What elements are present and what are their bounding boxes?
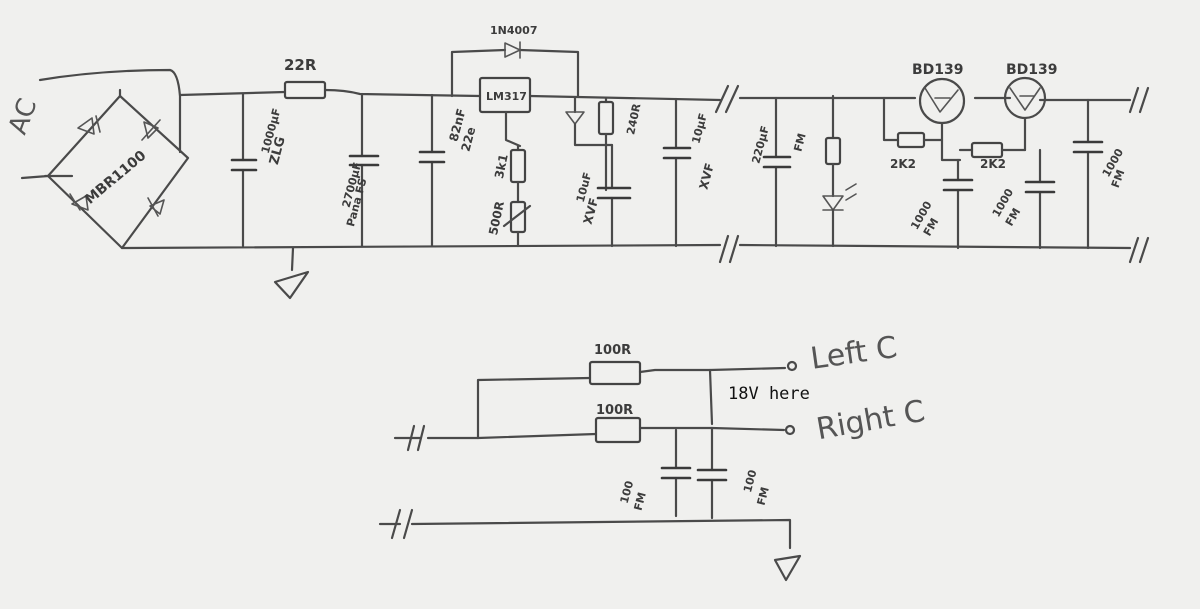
cap-10uf-adj: 10uF XVF	[574, 143, 632, 248]
c-l-value: 100	[618, 479, 637, 505]
led-indicator	[822, 94, 857, 248]
resistor-100r-left: 100R	[588, 343, 642, 386]
lm317-regulator: LM317	[478, 76, 532, 148]
r-set-label: 240R	[624, 102, 643, 136]
resistor-100r-right: 100R	[594, 403, 642, 444]
resistor-2k2-q2: 2K2	[958, 141, 1027, 171]
cap-1000uf-zlg: 1000µF ZLG	[230, 92, 289, 248]
r-q1-label: 2K2	[890, 157, 916, 171]
c1-type: ZLG	[267, 135, 289, 166]
ac-label: AC	[3, 95, 43, 139]
bridge-diode-2	[141, 119, 161, 141]
resistor-500r-trimmer: 500R	[486, 200, 532, 248]
cap-1000-fm-q1: 1000 FM	[908, 158, 974, 250]
output-left: Left C	[786, 330, 899, 377]
cap-10uf-xvf: 10µF XVF	[662, 97, 717, 248]
ground-symbol-bottom	[773, 554, 802, 582]
rails	[120, 84, 1150, 264]
diode-1n4007-bypass: 1N4007	[450, 24, 580, 98]
diode-protect	[565, 96, 614, 147]
cap-1000-fm-out: 1000 FM	[1072, 98, 1128, 250]
bridge-diode-1	[77, 115, 101, 135]
cap-220uf-fm: 220µF FM	[749, 96, 809, 248]
left-out-label: Left C	[808, 330, 899, 377]
c-adj-type: XVF	[581, 196, 601, 225]
r-in-label: 22R	[284, 56, 317, 74]
q1-label: BD139	[912, 62, 964, 78]
cap-100-fm-right: 100 FM	[696, 426, 772, 520]
c4-type: XVF	[696, 162, 716, 191]
resistor-22r: 22R	[283, 56, 327, 100]
r-left-label: 100R	[594, 343, 631, 358]
ac-input: AC	[3, 95, 74, 180]
c3-type: 22e	[458, 125, 478, 153]
resistor-2k2-q1: 2K2	[882, 96, 962, 171]
c-r-type: FM	[755, 486, 772, 507]
resistor-240r: 240R	[597, 96, 644, 192]
c4-value: 10µF	[689, 112, 710, 145]
c5-value: 220µF	[749, 124, 772, 165]
voltage-note: 18V here	[728, 384, 810, 404]
r-q2-label: 2K2	[980, 157, 1006, 171]
c-out-type: FM	[1109, 168, 1128, 190]
resistor-3k1: 3k1	[492, 144, 527, 204]
transistor-bd139-1: BD139	[912, 62, 966, 142]
c5-type: FM	[791, 132, 808, 153]
bridge-rectifier: MBR1100	[38, 68, 190, 250]
r-adj1-label: 3k1	[492, 153, 511, 180]
output-section-wires	[378, 366, 792, 550]
r-right-label: 100R	[596, 403, 633, 418]
cap-100-fm-left: 100 FM	[618, 428, 692, 518]
c-l-type: FM	[632, 491, 649, 512]
ground-symbol-top	[273, 246, 310, 300]
c-r-value: 100	[741, 468, 760, 494]
cap-2700uf-pana-fs: 2700µF Pana FS	[340, 92, 380, 248]
regulator-label: LM317	[486, 90, 527, 103]
q2-label: BD139	[1006, 62, 1058, 78]
diode-top-label: 1N4007	[490, 24, 537, 37]
bridge-label: MBR1100	[82, 147, 149, 207]
r-adj2-label: 500R	[486, 200, 507, 236]
transistor-bd139-2: BD139	[1003, 62, 1058, 152]
bridge-diode-4	[147, 197, 165, 217]
cap-82nf: 82nF 22e	[418, 93, 478, 248]
right-out-label: Right C	[814, 394, 928, 447]
bridge-diode-3	[69, 193, 89, 211]
